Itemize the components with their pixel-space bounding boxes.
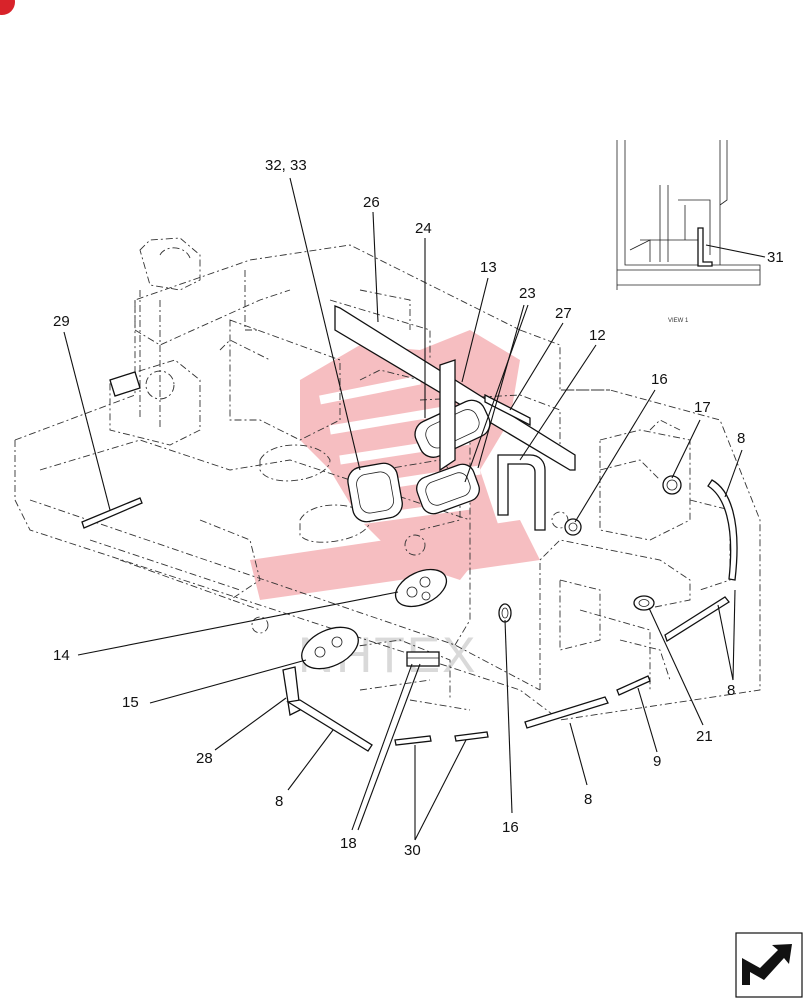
callout-16-top: 16 xyxy=(651,371,668,388)
corner-badge-icon[interactable] xyxy=(0,0,15,15)
callout-14: 14 xyxy=(53,647,70,664)
callout-24: 24 xyxy=(415,220,432,237)
part-8-strip-bottom xyxy=(524,696,609,729)
watermark-logo xyxy=(250,330,540,600)
part-8-strip-right xyxy=(707,479,738,581)
part-21-grommet xyxy=(633,595,655,611)
callout-31: 31 xyxy=(767,249,784,266)
part-29-strip xyxy=(81,497,143,529)
part-32-33-ring xyxy=(347,462,403,523)
part-30-strip-b xyxy=(454,731,489,742)
part-31-bracket xyxy=(697,227,713,267)
callout-9: 9 xyxy=(653,753,661,770)
callout-12: 12 xyxy=(589,327,606,344)
frame-outline xyxy=(14,237,761,721)
callout-8-bottom: 8 xyxy=(584,791,592,808)
part-16-grommet-bottom xyxy=(498,603,512,623)
part-14-cover xyxy=(394,568,448,608)
callout-13: 13 xyxy=(480,259,497,276)
part-8-strip-right-low xyxy=(664,596,730,642)
leader-lines xyxy=(63,177,766,841)
callout-8-right-low: 8 xyxy=(727,682,735,699)
callout-30: 30 xyxy=(404,842,421,859)
callout-8-left: 8 xyxy=(275,793,283,810)
inset-view-1: VIEW 1 xyxy=(616,140,761,324)
part-17-grommet xyxy=(662,475,682,495)
callout-32-33: 32, 33 xyxy=(265,157,307,174)
part-23-grommet xyxy=(416,463,480,515)
callout-27: 27 xyxy=(555,305,572,322)
callout-23: 23 xyxy=(519,285,536,302)
view-label: VIEW 1 xyxy=(668,318,689,324)
callout-28: 28 xyxy=(196,750,213,767)
callout-labels: 32, 33 26 24 13 23 27 12 29 16 17 8 8 31… xyxy=(53,157,784,859)
part-8-strip-left xyxy=(286,699,373,752)
callout-8-right: 8 xyxy=(737,430,745,447)
callout-17: 17 xyxy=(694,399,711,416)
part-12-clamp xyxy=(497,454,546,531)
part-18-block xyxy=(406,651,440,667)
part-30-strip-a xyxy=(394,735,432,746)
callout-29: 29 xyxy=(53,313,70,330)
callout-15: 15 xyxy=(122,694,139,711)
part-13-bracket xyxy=(439,359,456,472)
callout-16-bottom: 16 xyxy=(502,819,519,836)
parts xyxy=(81,305,738,752)
callout-21: 21 xyxy=(696,728,713,745)
part-16-grommet-top xyxy=(564,518,582,536)
callout-18: 18 xyxy=(340,835,357,852)
part-pad-left xyxy=(109,371,141,397)
part-9-strip xyxy=(616,675,651,696)
callout-26: 26 xyxy=(363,194,380,211)
next-page-arrow-icon[interactable] xyxy=(735,932,803,998)
